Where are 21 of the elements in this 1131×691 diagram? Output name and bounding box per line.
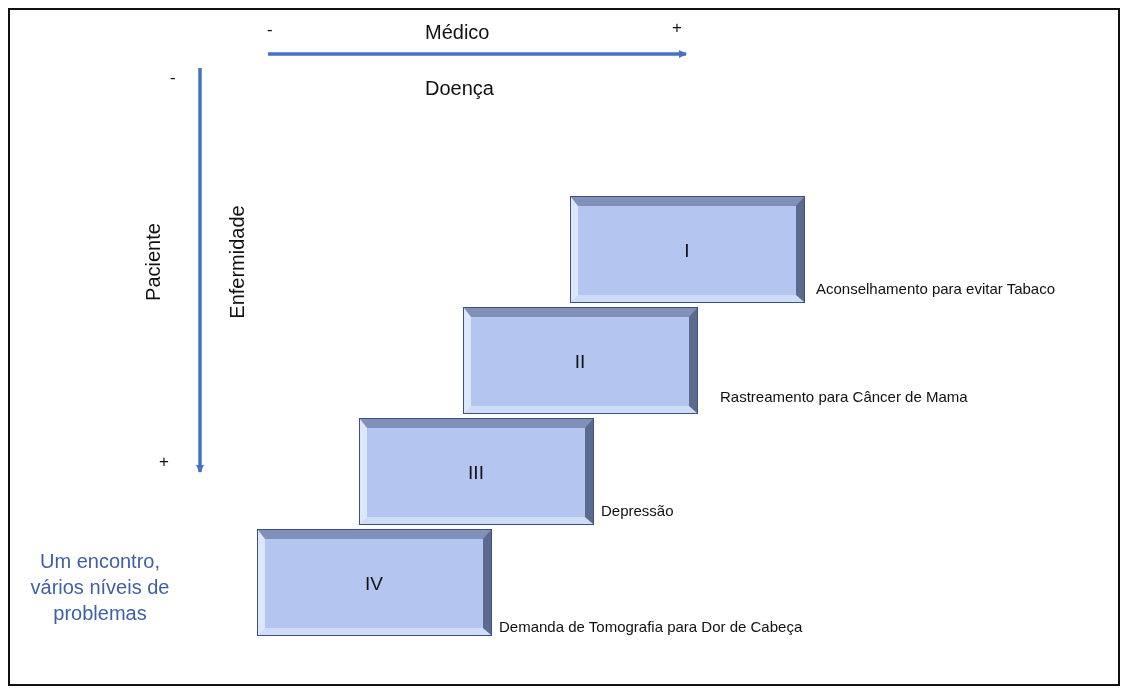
axis-sign: + xyxy=(159,452,169,473)
problem-label: Demanda de Tomografia para Dor de Cabeça xyxy=(499,618,803,635)
axis-label: Enfermidade xyxy=(225,205,249,319)
axis-sign: - xyxy=(170,68,176,89)
bevel-box xyxy=(258,530,491,635)
axis-label: Médico xyxy=(425,20,490,44)
note-text: Um encontro, vários níveis de problemas xyxy=(29,549,171,626)
level-numeral: I xyxy=(684,239,690,262)
problem-label: Aconselhamento para evitar Tabaco xyxy=(816,280,1056,297)
problem-label: Depressão xyxy=(601,502,674,519)
level-numeral: III xyxy=(468,461,484,484)
axis-label: Paciente xyxy=(141,223,165,301)
axis-sign: - xyxy=(267,20,273,41)
level-numeral: IV xyxy=(365,572,383,595)
axis-sign: + xyxy=(672,18,682,39)
bevel-box xyxy=(464,308,697,413)
level-numeral: II xyxy=(574,350,586,373)
axis-label: Doença xyxy=(425,76,494,100)
bevel-box xyxy=(360,419,593,524)
bevel-box xyxy=(571,197,804,302)
problem-label: Rastreamento para Câncer de Mama xyxy=(720,388,968,405)
